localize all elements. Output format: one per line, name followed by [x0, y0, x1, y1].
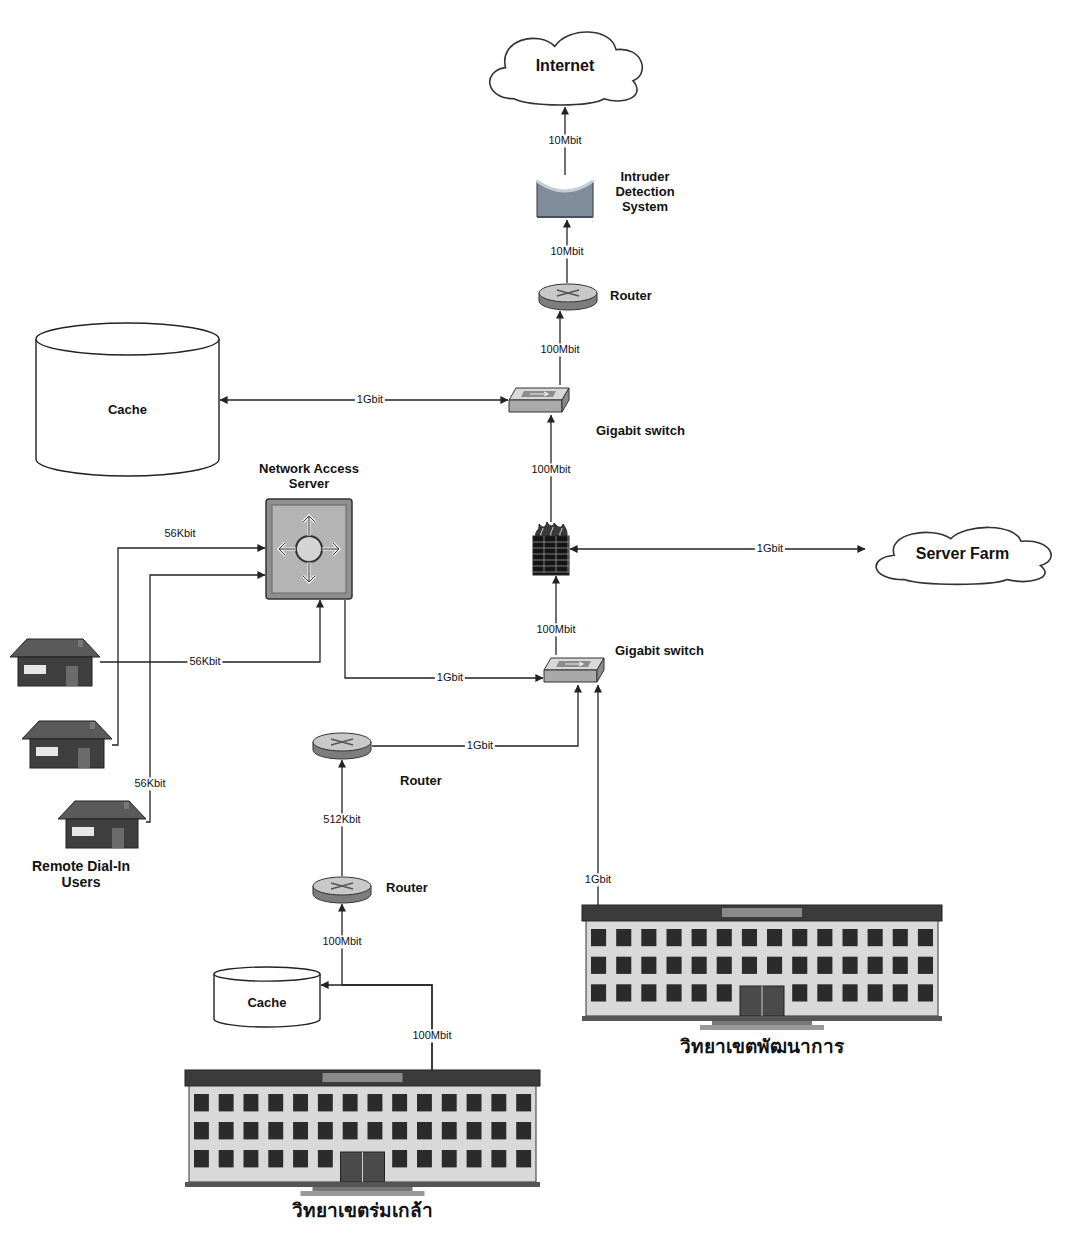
node-text: Internet — [536, 57, 595, 75]
switch-icon: Gigabit switch — [543, 655, 605, 685]
device-label: Router — [610, 289, 680, 304]
switch-shape — [543, 655, 605, 685]
internet-cloud: Internet — [480, 25, 650, 107]
switch-icon: Gigabit switch — [508, 385, 570, 415]
house-shape — [22, 718, 112, 770]
cache-cylinder: Cache — [213, 966, 321, 1028]
bandwidth-label: 512Kbit — [321, 813, 362, 826]
nas-shape — [265, 498, 353, 600]
cache-cylinder: Cache — [35, 322, 220, 477]
house-icon — [10, 636, 100, 688]
firewall-icon — [532, 522, 570, 576]
campus-name: วิทยาเขตร่มเกล้า — [185, 1200, 540, 1222]
house-shape — [58, 798, 146, 850]
campus-building: วิทยาเขตพัฒนาการ — [582, 905, 942, 1030]
campus-building: วิทยาเขตร่มเกล้า — [185, 1070, 540, 1196]
device-label: Remote Dial-In Users — [20, 858, 142, 890]
link-connector — [597, 685, 598, 905]
node-text: Server Farm — [916, 545, 1009, 563]
bandwidth-label: 100Mbit — [410, 1029, 453, 1042]
device-label: Gigabit switch — [615, 644, 765, 659]
bandwidth-label: 1Gbit — [355, 393, 385, 406]
bandwidth-label: 56Kbit — [187, 655, 222, 668]
link-connector — [372, 685, 578, 746]
bandwidth-label: 100Mbit — [534, 623, 577, 636]
device-label: Intruder Detection System — [604, 170, 686, 215]
router-icon: Router — [538, 283, 598, 311]
bldg-shape — [185, 1070, 540, 1196]
switch-shape — [508, 385, 570, 415]
router-shape — [312, 732, 372, 760]
cyl-shape — [35, 322, 220, 477]
router-shape — [538, 283, 598, 311]
link-connector — [570, 548, 865, 549]
link-connector — [345, 600, 543, 678]
ids-shape — [535, 175, 595, 220]
router-icon: Router — [312, 876, 372, 904]
device-label: Network Access Server — [259, 462, 359, 492]
bldg-shape — [582, 905, 942, 1030]
device-label: Gigabit switch — [596, 424, 746, 439]
access-server-box: Network Access Server — [265, 498, 353, 600]
link-connector — [555, 576, 556, 655]
bandwidth-label: 56Kbit — [132, 777, 167, 790]
ids-icon: Intruder Detection System — [535, 175, 595, 220]
house-shape — [10, 636, 100, 688]
device-label: Router — [400, 774, 470, 789]
house-icon: Remote Dial-In Users — [58, 798, 146, 850]
router-shape — [312, 876, 372, 904]
link-connector — [342, 904, 432, 1070]
node-text: Cache — [247, 995, 286, 1010]
device-label: Router — [386, 881, 456, 896]
bandwidth-label: 1Gbit — [465, 739, 495, 752]
house-icon — [22, 718, 112, 770]
bandwidth-label: 100Mbit — [538, 343, 581, 356]
link-connector — [112, 548, 265, 745]
link-connector — [100, 600, 320, 662]
bandwidth-label: 100Mbit — [529, 463, 572, 476]
bandwidth-label: 10Mbit — [548, 245, 585, 258]
server-farm-cloud: Server Farm — [865, 522, 1060, 586]
bandwidth-label: 1Gbit — [755, 542, 785, 555]
router-icon: Router — [312, 732, 372, 760]
bandwidth-label: 100Mbit — [320, 935, 363, 948]
bandwidth-label: 56Kbit — [162, 527, 197, 540]
node-text: Cache — [108, 402, 147, 417]
bandwidth-label: 10Mbit — [546, 134, 583, 147]
campus-name: วิทยาเขตพัฒนาการ — [582, 1036, 942, 1058]
bandwidth-label: 1Gbit — [435, 671, 465, 684]
bandwidth-label: 1Gbit — [583, 873, 613, 886]
link-connector — [321, 985, 432, 1070]
fw-shape — [532, 522, 570, 576]
